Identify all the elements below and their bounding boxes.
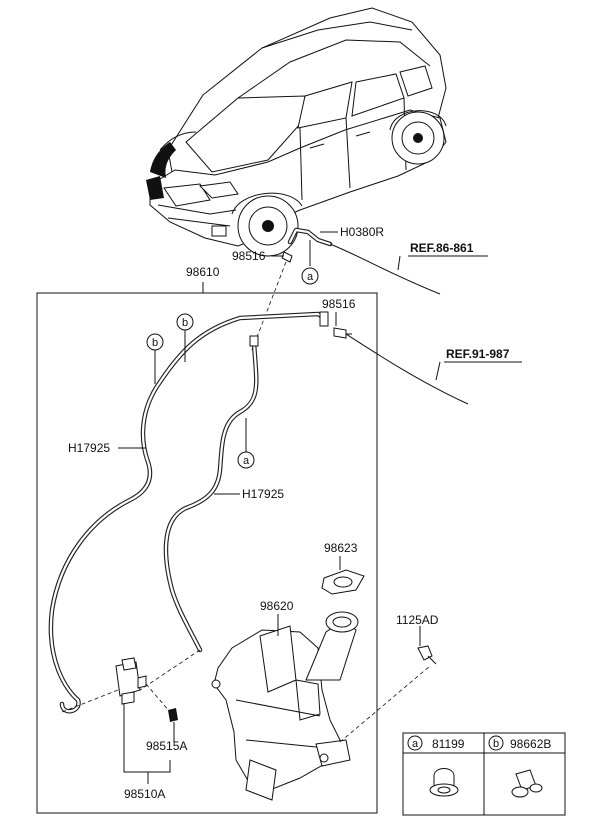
legend-item-b: b 98662B: [488, 735, 551, 798]
label-h0380r: H0380R: [340, 225, 384, 239]
callout-letter: a: [307, 271, 314, 283]
reservoir-98620: [211, 611, 431, 801]
legend-part-b: 98662B: [510, 737, 551, 751]
callout-b-right: b: [176, 313, 194, 331]
legend-part-a: 81199: [432, 737, 465, 751]
label-1125ad: 1125AD: [396, 613, 439, 627]
grommet-98515a: [168, 708, 178, 722]
legend-letter-a: a: [412, 738, 419, 750]
nozzle-98516-right: [333, 327, 352, 339]
callout-a-top: a: [301, 267, 319, 285]
callout-letter: b: [152, 337, 158, 349]
legend-item-a: a 81199: [407, 735, 465, 797]
vehicle-illustration: [146, 7, 447, 257]
assembly-box-98610: [36, 282, 378, 814]
leader-lines: [118, 231, 522, 784]
bolt-1125ad: [417, 645, 437, 665]
label-98516-right: 98516: [322, 297, 356, 311]
pump-98510a: [115, 657, 171, 713]
legend-table: a 81199 b 98662B: [402, 732, 566, 816]
label-h17925-right: H17925: [242, 487, 284, 501]
legend-letter-b: b: [493, 738, 499, 750]
top-hoses: [251, 227, 469, 405]
label-98515a: 98515A: [146, 739, 187, 753]
callout-letter: a: [243, 455, 250, 467]
callout-b-left: b: [146, 333, 164, 351]
label-ref-91-987: REF.91-987: [446, 347, 510, 361]
washer-hose-h17925: [48, 311, 329, 714]
label-98516-top: 98516: [232, 249, 266, 263]
label-h17925-left: H17925: [68, 441, 110, 455]
seal-98623: [321, 569, 365, 595]
label-98510a: 98510A: [124, 787, 165, 801]
callout-a-mid: a: [237, 451, 255, 469]
label-98623: 98623: [324, 541, 358, 555]
label-ref-86-861: REF.86-861: [410, 241, 474, 255]
label-98610: 98610: [186, 265, 220, 279]
label-98620: 98620: [260, 599, 294, 613]
callout-letter: b: [182, 317, 188, 329]
